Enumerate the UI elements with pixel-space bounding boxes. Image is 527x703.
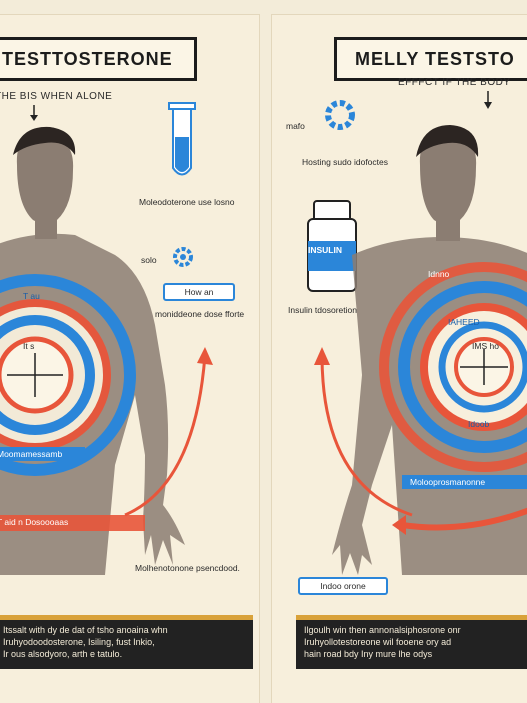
left-red-band <box>0 515 145 531</box>
curved-arrow-icon <box>314 347 413 517</box>
right-gear-label: mafo <box>286 121 305 131</box>
down-arrow-icon <box>30 105 38 121</box>
right-gear-caption: Hosting sudo idofoctes <box>302 157 388 167</box>
left-ring-lower: Moomamessamb <box>0 449 63 459</box>
right-footer-line: hain road bdy Iny mure lhe odys <box>304 649 433 659</box>
right-ring-band <box>402 475 527 489</box>
right-pill-label: Indoo orone <box>298 577 388 595</box>
right-footer-line: Ilgoulh win then annonalsiphosrone onr <box>304 625 461 635</box>
gear-icon <box>325 100 355 130</box>
right-ring-mid: IAHEED <box>448 317 480 327</box>
left-footer-line: Iruhyodoodosterone, Isiling, fust Inkio, <box>3 637 155 647</box>
right-title-box: MELLY TESTSTO <box>334 37 527 81</box>
right-title: MELLY TESTSTO <box>355 48 515 69</box>
left-ring-center: It s <box>23 341 35 351</box>
right-panel: MELLY TESTSTO EFFFCT IF THE BODY mafo Ho… <box>271 14 527 703</box>
right-cycle-rings <box>379 262 527 472</box>
right-bottle-label: INSULIN <box>308 245 342 255</box>
left-subtitle: THE BIS WHEN ALONE <box>0 91 113 102</box>
left-panel: TESTTOSTERONE THE BIS WHEN ALONE T au It… <box>0 14 260 703</box>
right-footer: Ilgoulh win then annonalsiphosrone onr I… <box>296 615 527 669</box>
right-ring-top: Idnno <box>428 269 450 279</box>
left-gear-label: solo <box>141 255 157 265</box>
gear-icon <box>173 247 193 267</box>
pill-bottle-icon <box>307 200 357 292</box>
left-pill-label: How an <box>163 283 235 301</box>
curved-arrow-icon <box>124 347 213 517</box>
left-bottom-caption: Molhenotonone psencdood. <box>135 563 240 573</box>
left-side-caption: moniddeone dose fforte <box>155 309 245 319</box>
right-insulin-caption: Insulin tdosoretion <box>288 305 357 315</box>
left-footer-line: Itssalt with dy de dat of tsho anoaina w… <box>3 625 168 635</box>
right-ring-center: IMS ho <box>472 341 499 351</box>
left-ring-top: T au <box>23 291 40 301</box>
left-title: TESTTOSTERONE <box>2 48 173 69</box>
curved-arrow-icon <box>392 507 527 535</box>
left-title-box: TESTTOSTERONE <box>0 37 197 81</box>
left-footer: Itssalt with dy de dat of tsho anoaina w… <box>0 615 253 669</box>
left-vial-caption: Moleodoterone use losno <box>139 197 235 207</box>
right-ring-band-text: Molooprosmanonne <box>410 477 486 487</box>
right-footer-line: Iruhyollotestoreone wil fooene ory ad <box>304 637 452 647</box>
left-footer-line: Ir ous alsodyoro, arth e tatulo. <box>3 649 123 659</box>
test-tube-icon <box>168 102 196 176</box>
right-subtitle: EFFFCT IF THE BODY <box>398 77 511 88</box>
right-ring-lower: Idoob <box>468 419 490 429</box>
down-arrow-icon <box>484 91 492 109</box>
left-ring-band <box>0 447 85 461</box>
left-red-band-text: T aid n Dosoooaas <box>0 517 69 527</box>
